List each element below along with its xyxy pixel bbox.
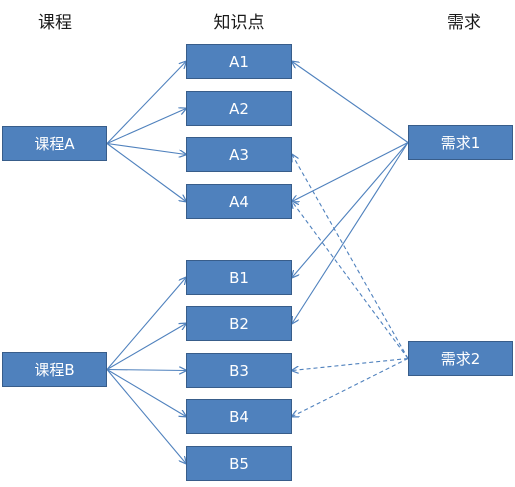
knowledge-point-a3: A3 [186,137,292,172]
edge-courseB-to-B3 [106,370,186,371]
edge-courseB-to-B5 [106,369,186,464]
knowledge-point-a2: A2 [186,91,292,126]
knowledge-point-b4: B4 [186,399,292,434]
header-knowledge: 知识点 [213,13,265,33]
edge-courseA-to-A3 [106,142,186,155]
edge-need2-to-B3 [292,357,409,371]
knowledge-point-b3: B3 [186,353,292,388]
edge-courseA-to-A1 [106,62,186,144]
knowledge-point-a4: A4 [186,184,292,219]
edge-need1-to-A1 [292,62,409,143]
need-1-box: 需求1 [408,125,513,160]
course-a-box: 课程A [2,126,107,161]
need-2-box: 需求2 [408,341,513,376]
edge-need1-to-B1 [292,142,409,278]
knowledge-point-b2: B2 [186,306,292,341]
edge-need1-to-A4 [292,142,409,202]
knowledge-point-a1: A1 [186,44,292,79]
edge-need1-to-B2 [292,142,409,324]
edge-courseA-to-A4 [106,143,186,202]
edge-courseB-to-B4 [106,369,186,417]
header-need: 需求 [447,13,481,33]
edge-need2-to-A4 [292,202,409,359]
knowledge-point-b5: B5 [186,446,292,481]
edge-courseA-to-A2 [106,109,186,145]
header-course: 课程 [38,13,72,33]
edge-courseB-to-B1 [106,278,186,370]
knowledge-point-b1: B1 [186,260,292,295]
edge-courseB-to-B2 [106,324,186,370]
course-b-box: 课程B [2,352,107,387]
edge-need2-to-B4 [292,358,409,417]
